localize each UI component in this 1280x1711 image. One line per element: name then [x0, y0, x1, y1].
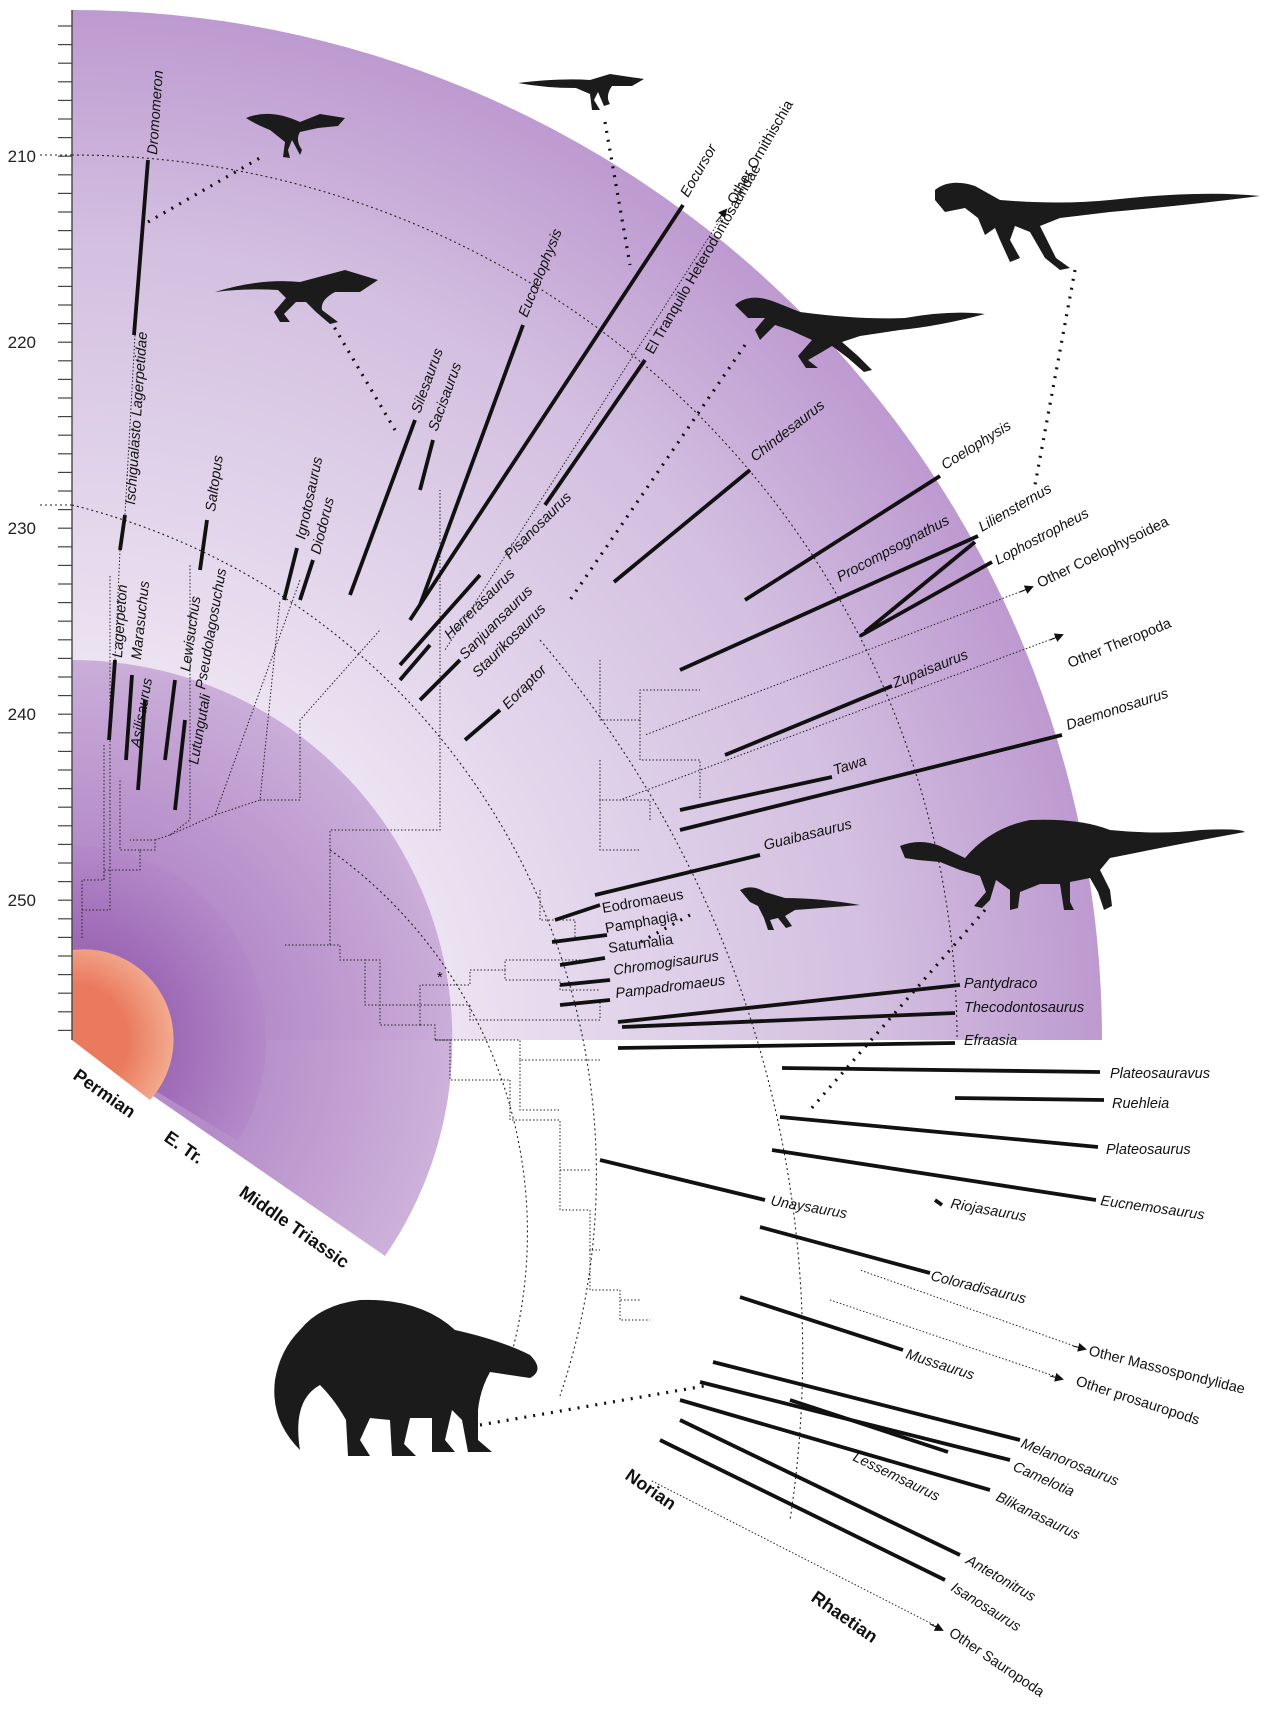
sauropod-silhouette: [274, 1300, 537, 1456]
tick-220: 220: [8, 333, 36, 352]
label-ruehleia: Ruehleia: [1112, 1096, 1169, 1112]
label-unaysaurus: Unaysaurus: [769, 1193, 848, 1222]
label-mussaurus: Mussaurus: [904, 1347, 976, 1384]
star-marker: *: [437, 970, 443, 986]
label-riojasaurus: Riojasaurus: [949, 1196, 1027, 1225]
label-pantydraco: Pantydraco: [964, 976, 1037, 992]
tick-210: 210: [8, 147, 36, 166]
theropod-silhouette-upper: [935, 183, 1260, 270]
period-norian: Norian: [622, 1465, 680, 1514]
label-coloradisaurus: Coloradisaurus: [929, 1268, 1028, 1307]
period-early-triassic: E. Tr.: [161, 1127, 208, 1168]
tick-240: 240: [8, 705, 36, 724]
label-thecodontosaurus: Thecodontosaurus: [964, 1000, 1084, 1016]
label-plateosauravus: Plateosauravus: [1110, 1066, 1210, 1082]
label-eucnemosaurus: Eucnemosaurus: [1099, 1193, 1205, 1223]
label-other-sauropoda: Other Sauropoda: [946, 1625, 1048, 1701]
label-plateosaurus: Plateosaurus: [1106, 1142, 1191, 1158]
label-eocursor: Eocursor: [678, 141, 721, 200]
eocursor-silhouette: [518, 74, 644, 110]
label-lessemsaurus: Lessemsaurus: [850, 1449, 942, 1505]
tick-250: 250: [8, 891, 36, 910]
time-axis: 210 220 230 240 250: [8, 10, 72, 1040]
tick-230: 230: [8, 519, 36, 538]
label-daemonosaurus: Daemonosaurus: [1064, 686, 1170, 734]
label-other-theropoda: Other Theropoda: [1066, 615, 1175, 671]
label-coelophysis: Coelophysis: [939, 418, 1014, 473]
period-rhaetian: Rhaetian: [808, 1587, 882, 1647]
label-efraasia: Efraasia: [964, 1033, 1017, 1049]
